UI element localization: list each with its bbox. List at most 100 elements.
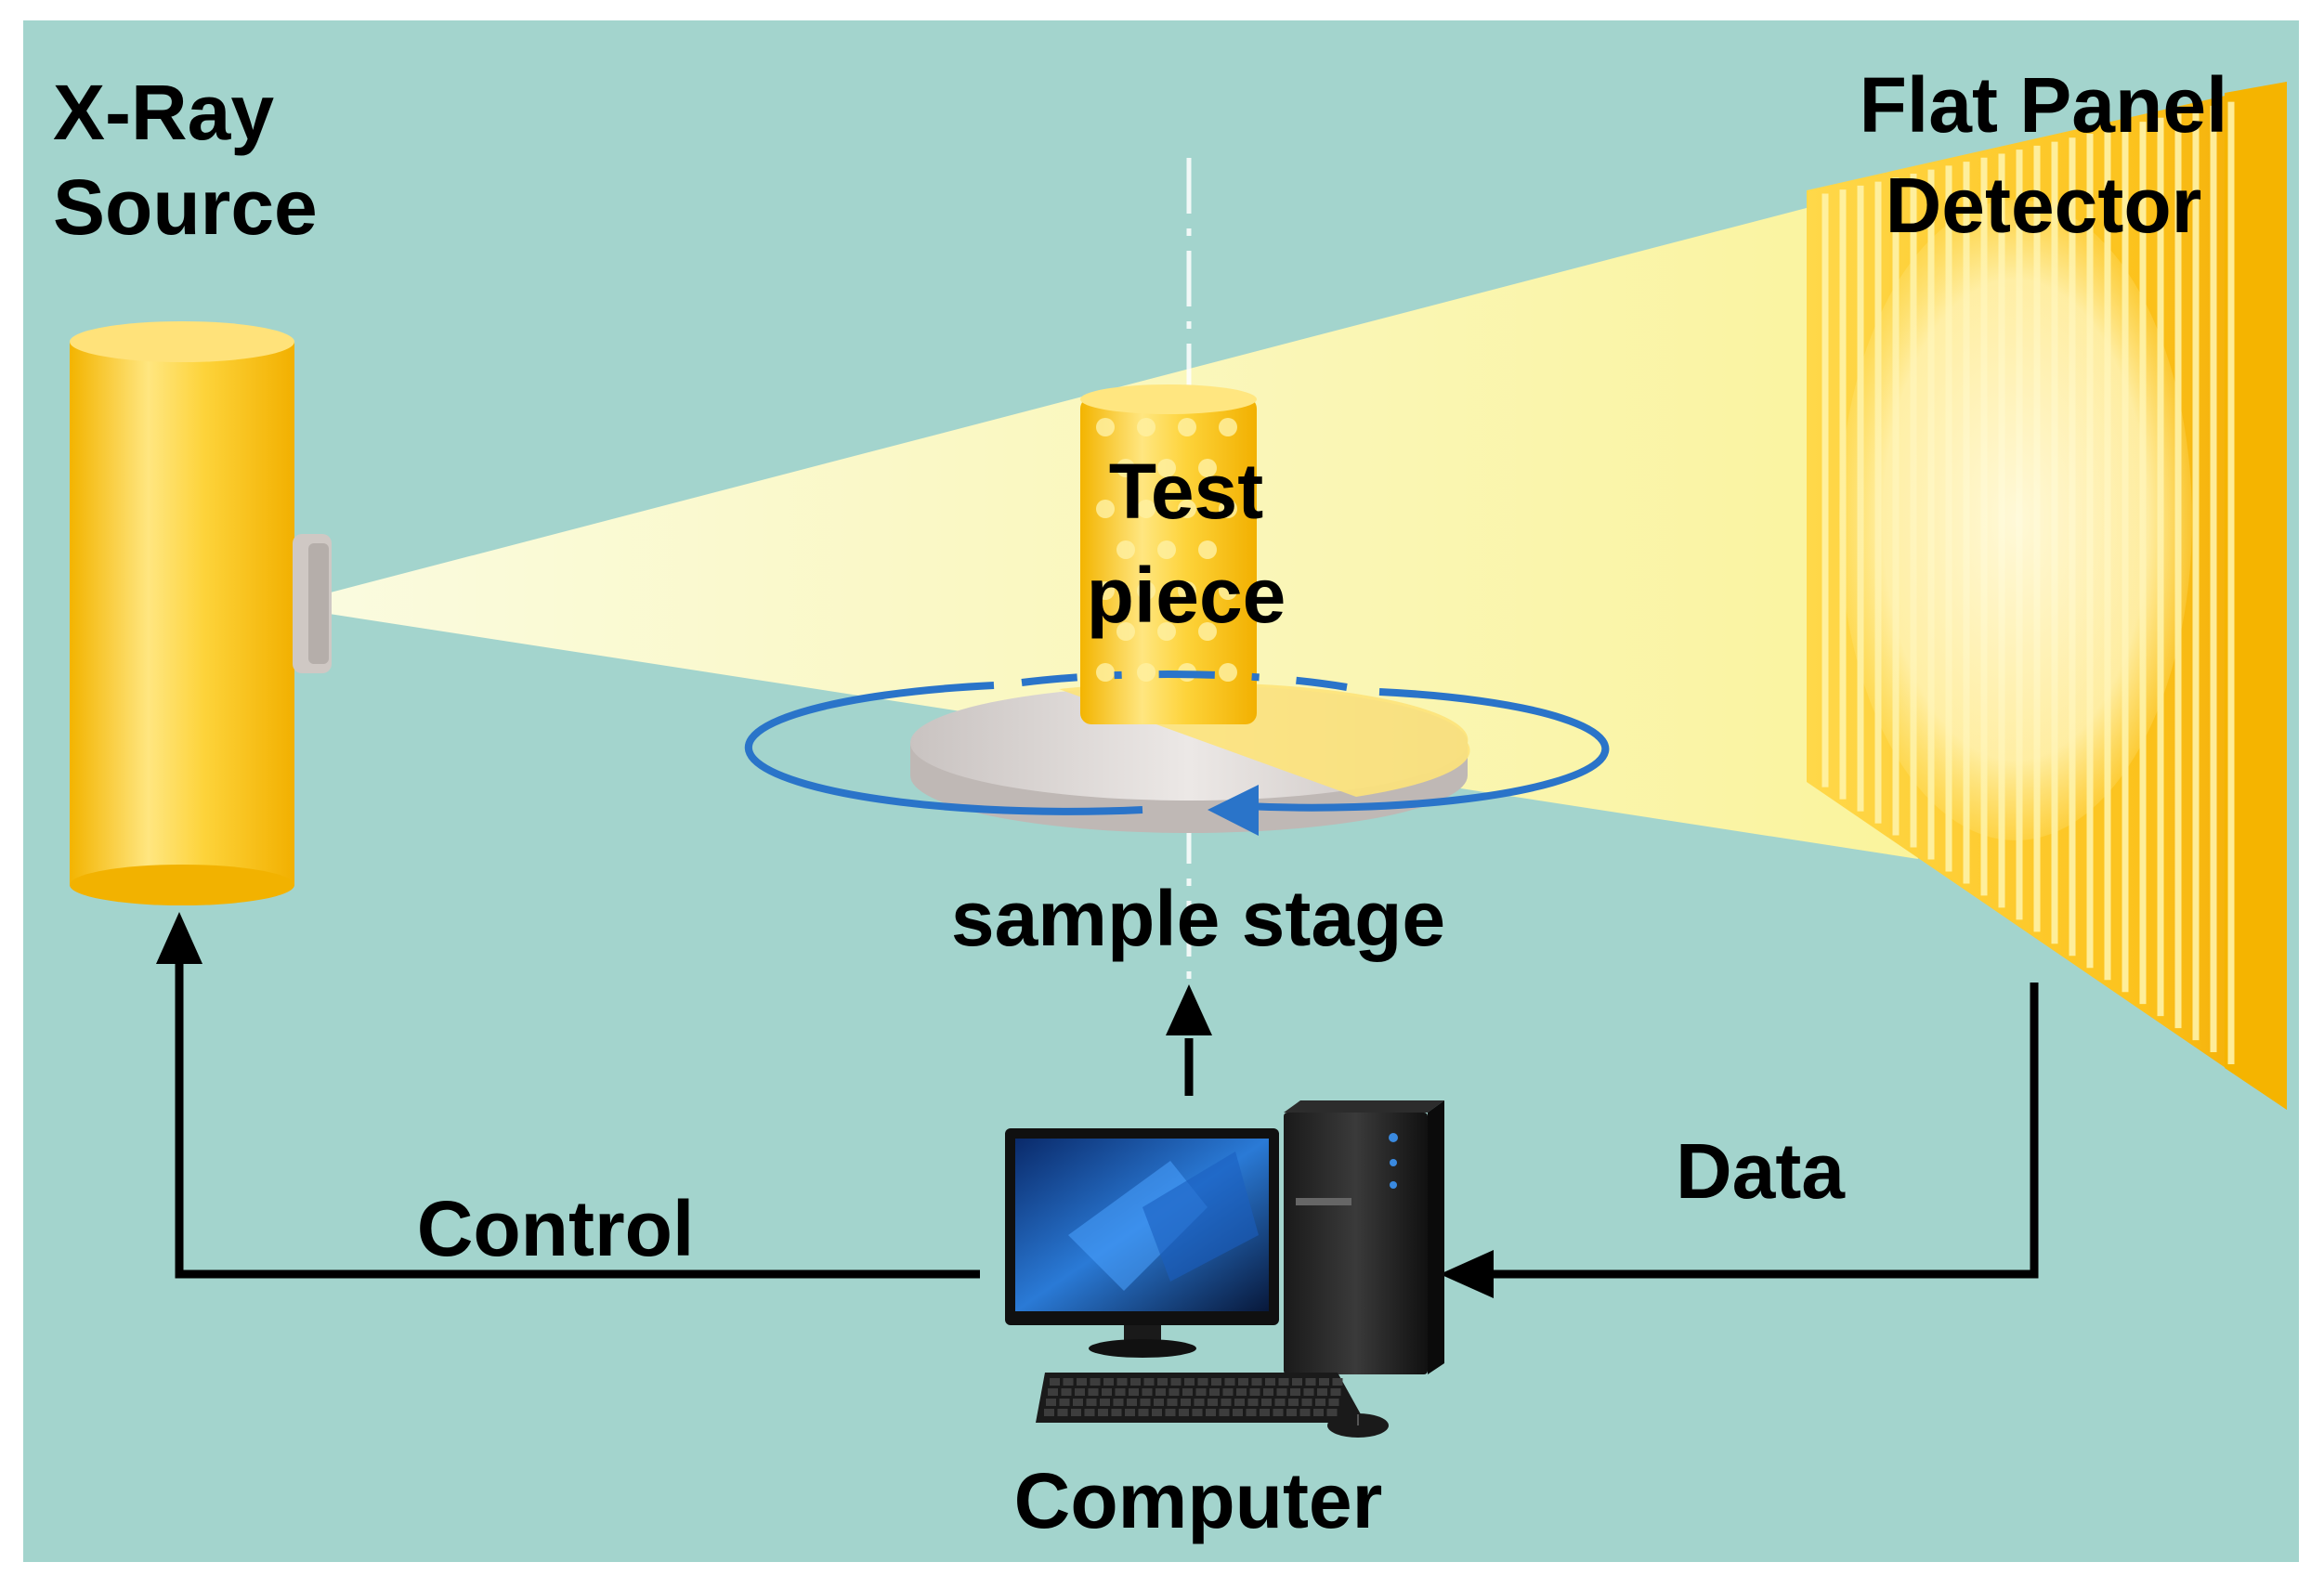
keyboard-key: [1063, 1378, 1074, 1386]
keyboard-key: [1048, 1388, 1058, 1396]
keyboard-key: [1263, 1388, 1273, 1396]
arrowhead-computer: [1440, 1250, 1494, 1298]
test-piece-hole: [1096, 581, 1115, 600]
keyboard-key: [1102, 1388, 1112, 1396]
desktop-computer-icon: [1005, 1100, 1444, 1438]
test-piece-hole: [1219, 663, 1237, 682]
keyboard-key: [1113, 1399, 1124, 1406]
computer-label: Computer: [1014, 1457, 1383, 1544]
test-piece-hole: [1116, 622, 1135, 641]
control-label: Control: [417, 1185, 695, 1272]
test-piece-label-line2: piece: [1087, 552, 1286, 639]
keyboard-key: [1184, 1378, 1195, 1386]
keyboard-key: [1301, 1399, 1312, 1406]
keyboard-key: [1088, 1388, 1099, 1396]
keyboard-key: [1155, 1388, 1166, 1396]
detector-label-line1: Flat Panel: [1860, 61, 2228, 149]
keyboard-key: [1046, 1399, 1056, 1406]
keyboard-key: [1125, 1409, 1135, 1416]
test-piece-hole: [1219, 581, 1237, 600]
keyboard-key: [1194, 1399, 1205, 1406]
keyboard-key: [1143, 1378, 1155, 1386]
keyboard-key: [1152, 1409, 1162, 1416]
test-piece-hole: [1116, 459, 1135, 477]
arrowhead-stage: [1166, 984, 1212, 1035]
keyboard-key: [1073, 1399, 1083, 1406]
keyboard-key: [1197, 1378, 1208, 1386]
test-piece-hole: [1219, 500, 1237, 518]
keyboard-key: [1165, 1409, 1176, 1416]
keyboard-key: [1061, 1388, 1072, 1396]
keyboard-key: [1077, 1378, 1087, 1386]
keyboard-key: [1233, 1409, 1243, 1416]
keyboard-key: [1299, 1409, 1311, 1416]
keyboard-key: [1086, 1399, 1097, 1406]
keyboard-key: [1116, 1378, 1128, 1386]
xray-source: [70, 321, 332, 905]
keyboard-key: [1317, 1388, 1327, 1396]
keyboard-key: [1050, 1378, 1060, 1386]
keyboard-key: [1195, 1388, 1207, 1396]
keyboard-key: [1319, 1378, 1329, 1386]
keyboard-key: [1246, 1409, 1257, 1416]
keyboard-key: [1169, 1388, 1180, 1396]
detector-projection-glow: [1839, 200, 2192, 840]
control-path: [175, 947, 980, 1279]
test-piece-hole: [1096, 663, 1115, 682]
keyboard-key: [1260, 1409, 1270, 1416]
rotation-arrow: [744, 670, 1610, 836]
keyboard-key: [1142, 1388, 1153, 1396]
keyboard-key: [1059, 1399, 1070, 1406]
keyboard-key: [1084, 1409, 1095, 1416]
keyboard-key: [1261, 1399, 1272, 1406]
test-piece-label-line1: Test: [1109, 448, 1263, 535]
keyboard-key: [1236, 1388, 1247, 1396]
test-piece-hole: [1178, 418, 1196, 436]
test-piece-hole: [1157, 540, 1176, 559]
keyboard-key: [1071, 1409, 1081, 1416]
keyboard-key: [1111, 1409, 1122, 1416]
sample-stage-label: sample stage: [951, 875, 1445, 962]
keyboard-key: [1292, 1378, 1302, 1386]
keyboard-key: [1313, 1409, 1324, 1416]
test-piece-hole: [1116, 540, 1135, 559]
test-piece-hole: [1198, 540, 1217, 559]
keyboard-key: [1247, 1399, 1259, 1406]
keyboard-key: [1273, 1409, 1284, 1416]
keyboard-key: [1127, 1399, 1137, 1406]
keyboard-key: [1098, 1409, 1108, 1416]
keyboard-key: [1288, 1399, 1299, 1406]
keyboard-key: [1326, 1409, 1338, 1416]
keyboard-key: [1330, 1388, 1341, 1396]
keyboard-key: [1224, 1378, 1235, 1386]
keyboard-key: [1090, 1378, 1101, 1386]
test-piece-hole: [1157, 459, 1176, 477]
keyboard-key: [1222, 1388, 1234, 1396]
keyboard-key: [1305, 1378, 1316, 1386]
keyboard-key: [1129, 1388, 1139, 1396]
keyboard-key: [1157, 1378, 1168, 1386]
keyboard-key: [1315, 1399, 1325, 1406]
keyboard-key: [1219, 1409, 1230, 1416]
xray-source-label-line2: Source: [53, 163, 318, 251]
keyboard-key: [1208, 1399, 1218, 1406]
keyboard-key: [1303, 1388, 1314, 1396]
test-piece-hole: [1198, 459, 1217, 477]
keyboard-key: [1251, 1378, 1262, 1386]
keyboard-key: [1115, 1388, 1126, 1396]
keyboard-key: [1286, 1409, 1297, 1416]
test-piece-hole: [1198, 622, 1217, 641]
xray-source-label-line1: X-Ray: [53, 69, 274, 156]
signal-arrows: [175, 947, 2039, 1279]
test-piece-hole: [1137, 663, 1155, 682]
keyboard-key: [1044, 1409, 1054, 1416]
keyboard-key: [1130, 1378, 1141, 1386]
keyboard-key: [1249, 1388, 1260, 1396]
keyboard-key: [1138, 1409, 1149, 1416]
keyboard-key: [1100, 1399, 1110, 1406]
keyboard-key: [1332, 1378, 1343, 1386]
test-piece-hole: [1178, 581, 1196, 600]
keyboard-key: [1179, 1409, 1189, 1416]
test-piece-hole: [1157, 622, 1176, 641]
keyboard-key: [1278, 1378, 1289, 1386]
